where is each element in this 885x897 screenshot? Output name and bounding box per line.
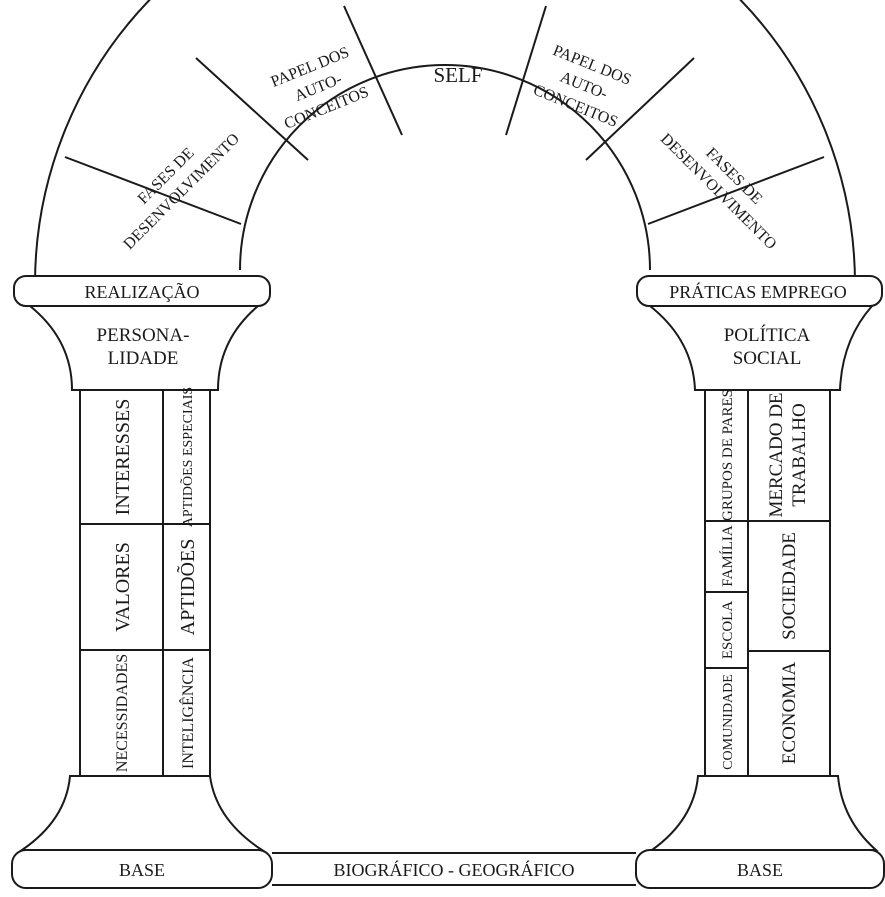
right-capital-label: POLÍTICA (724, 324, 811, 346)
arch-outer-edge (34, 0, 856, 285)
arch-left-inner-label: PAPEL DOS AUTO- CONCEITOS (268, 44, 371, 133)
arch-right-inner-label: PAPEL DOS AUTO- CONCEITOS (531, 42, 634, 131)
shaft-label-grupos-de-pares: GRUPOS DE PARES (720, 389, 736, 521)
shaft-label-comunidade: COMUNIDADE (721, 674, 736, 770)
shaft-label-mercado-de: MERCADO DE (766, 392, 787, 517)
arch-joint-left-mid (195, 57, 309, 161)
shaft-label-sociedade: SOCIEDADE (779, 532, 800, 640)
arch-joint-right-outer (647, 156, 825, 225)
ground-label: BIOGRÁFICO - GEOGRÁFICO (333, 859, 574, 880)
arch-right-outer-label: FASES DE DESENVOLVIMENTO (657, 130, 780, 253)
right-capital-band-label: PRÁTICAS EMPREGO (669, 281, 847, 302)
shaft-label-inteligencia: INTELIGÊNCIA (178, 657, 197, 769)
arch-vault (34, 0, 856, 285)
shaft-label-familia: FAMÍLIA (719, 525, 736, 587)
right-base-flare (648, 775, 879, 851)
keystone-label: SELF (433, 63, 482, 87)
left-base-label: BASE (119, 860, 165, 880)
shaft-label-aptidoes: APTIDÕES (175, 539, 199, 636)
left-capital-band-label: REALIZAÇÃO (85, 281, 200, 302)
arch-joint-right-key (505, 5, 547, 136)
arch-joint-left-key (343, 5, 403, 136)
shaft-label-trabalho: TRABALHO (789, 403, 810, 506)
shaft-label-interesses: INTERESSES (112, 399, 134, 516)
left-plinth (11, 849, 273, 889)
left-capital-label: LIDADE (108, 348, 179, 369)
arch-inner-edge (239, 64, 651, 271)
left-capital-label: PERSONA- (97, 325, 190, 346)
right-base-label: BASE (737, 860, 783, 880)
right-capital-label: SOCIAL (733, 348, 802, 369)
right-plinth (635, 849, 885, 889)
arch-left-outer-label: FASES DE DESENVOLVIMENTO (120, 130, 243, 253)
left-base-flare (18, 775, 266, 851)
arch-joint-left-outer (64, 156, 242, 225)
shaft-label-necessidades: NECESSIDADES (114, 654, 131, 772)
shaft-label-aptidoes-especiais: APTIDÕES ESPECIAIS (179, 387, 196, 527)
shaft-label-economia: ECONOMIA (779, 662, 800, 765)
shaft-label-valores: VALORES (112, 542, 134, 632)
left-column (11, 275, 273, 889)
right-shaft (704, 389, 831, 777)
arch-joint-right-mid (585, 57, 695, 161)
right-column (635, 275, 885, 889)
shaft-label-escola: ESCOLA (720, 601, 736, 660)
